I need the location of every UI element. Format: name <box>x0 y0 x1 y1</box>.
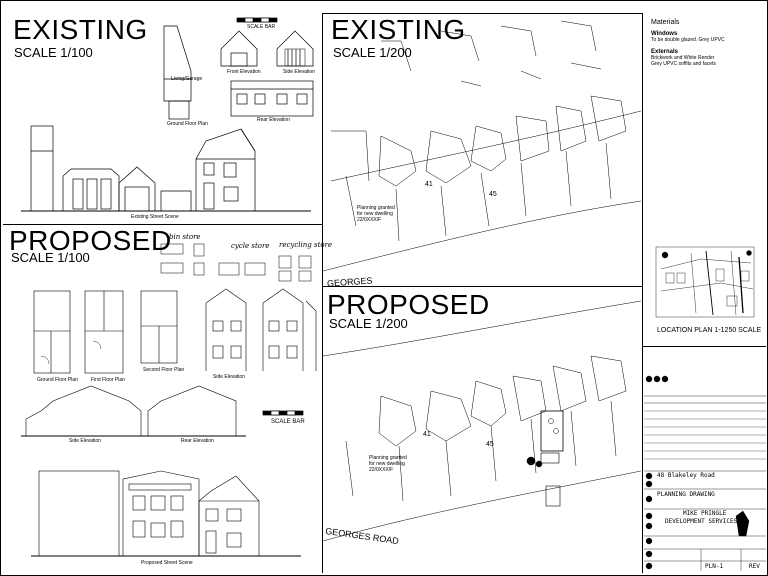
existing-planning-note: Planning granted for new dwelling 22/0XX… <box>357 205 395 223</box>
divider-left-right <box>322 13 323 573</box>
externals-heading: Externals <box>651 49 679 55</box>
existing-front-elevation-label: Front Elevation <box>227 69 261 75</box>
drawing-number: PLN-1 <box>705 563 724 570</box>
existing-side-elevation-label: Side Elevation <box>283 69 315 75</box>
proposed-street-scene-label: Proposed Street Scene <box>141 560 193 566</box>
scale-bar-bottom-graphic <box>262 410 304 416</box>
site-address: 48 Blakeley Road <box>657 472 715 479</box>
proposed-planning-note: Planning granted for new dwelling 22/0XX… <box>369 455 407 473</box>
proposed-ground-floor-label: Ground Floor Plan <box>37 377 78 383</box>
existing-elevations <box>220 30 314 117</box>
proposed-site-plan <box>322 300 642 542</box>
proposed-house-45: 45 <box>486 441 494 448</box>
existing-site-plan <box>322 20 642 272</box>
top-border <box>322 13 642 14</box>
proposed-site-scale: SCALE 1/200 <box>329 316 408 331</box>
proposed-site-title: PROPOSED <box>327 289 490 320</box>
existing-house-45: 45 <box>489 191 497 198</box>
title-block-graphic <box>644 375 766 571</box>
scale-bar-top-label: SCALE BAR <box>247 24 276 30</box>
proposed-street-scene <box>31 470 301 557</box>
scale-bar-top-graphic <box>236 17 278 23</box>
cycle-store-label: cycle store <box>231 242 270 250</box>
location-plan-label: LOCATION PLAN 1-1250 SCALE <box>657 327 762 334</box>
existing-site-title: EXISTING <box>331 14 466 45</box>
externals-text: Brickwork and White Render Grey UPVC sof… <box>651 55 716 67</box>
location-divider <box>642 346 766 347</box>
existing-site-scale: SCALE 1/200 <box>333 45 412 60</box>
existing-rear-elevation-label: Rear Elevation <box>257 117 290 123</box>
divider-left-mid <box>3 224 322 225</box>
proposed-house-41: 41 <box>423 431 431 438</box>
proposed-side-elevations <box>21 385 246 437</box>
existing-house-41: 41 <box>425 181 433 188</box>
proposed-plans-scale: SCALE 1/100 <box>11 250 90 265</box>
existing-street-scene-label: Existing Street Scene <box>131 214 179 220</box>
proposed-plans-title: PROPOSED <box>9 225 172 256</box>
company-name-line2: DEVELOPMENT SERVICES <box>665 518 738 525</box>
location-plan-graphic <box>655 246 755 318</box>
proposed-second-floor-label: Second Floor Plan <box>143 367 185 373</box>
windows-heading: Windows <box>651 31 678 37</box>
recycling-store-label: recycling store <box>279 241 333 249</box>
bin-store-label: bin store <box>169 233 201 241</box>
existing-ground-floor-label: Ground Floor Plan <box>167 121 208 127</box>
proposed-first-floor-label: First Floor Plan <box>91 377 125 383</box>
divider-right-mid <box>322 286 642 287</box>
proposed-side-elevation-2-label: Side Elevation <box>213 374 245 380</box>
existing-garage-plan <box>163 25 192 120</box>
proposed-floor-plans <box>33 290 178 374</box>
drawing-type: PLANNING DRAWING <box>657 491 715 498</box>
proposed-stores <box>160 243 312 282</box>
existing-plans-title: EXISTING <box>13 14 148 45</box>
divider-site-titleblock <box>642 13 643 573</box>
existing-street-scene <box>21 125 311 212</box>
proposed-elevations <box>205 288 317 371</box>
scale-bar-bottom-label: SCALE BAR <box>271 419 305 425</box>
materials-heading: Materials <box>651 19 680 26</box>
existing-plans-scale: SCALE 1/100 <box>14 45 93 60</box>
existing-garage-label: Living/Garage <box>171 76 203 82</box>
company-name-line1: MIKE PRINGLE <box>683 510 727 517</box>
proposed-side-elevation-label: Side Elevation <box>69 438 101 444</box>
revision: REV <box>749 563 760 570</box>
proposed-rear-elevation-label: Rear Elevation <box>181 438 214 444</box>
windows-text: To be double glazed. Grey UPVC <box>651 37 725 43</box>
